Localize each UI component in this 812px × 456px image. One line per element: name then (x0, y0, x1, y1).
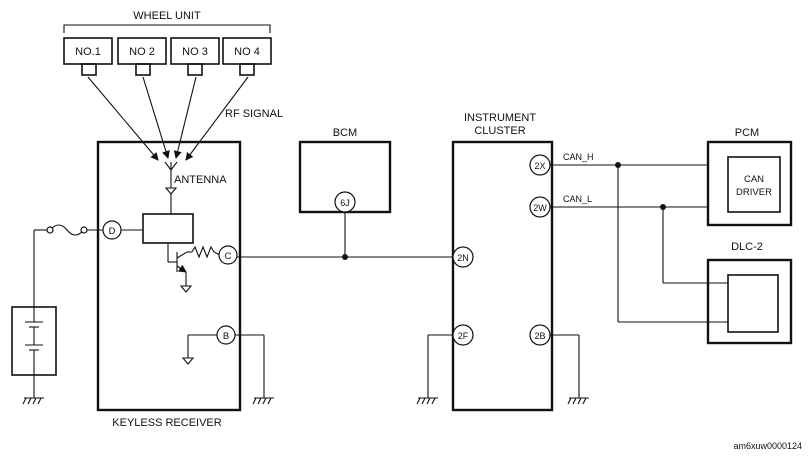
antenna-icon (164, 161, 178, 214)
ground-icon-b (252, 397, 274, 405)
pcm-box (706, 140, 793, 227)
can-bus: CAN_H CAN_L (550, 152, 728, 323)
terminal-b-label: B (223, 331, 229, 342)
dlc-connector (727, 274, 779, 333)
instrument-cluster-label-1: INSTRUMENT (464, 112, 536, 124)
terminal-2x-label: 2X (534, 161, 545, 171)
rf-signal-label: RF SIGNAL (225, 108, 283, 120)
terminal-c-label: C (225, 251, 232, 262)
pcm: PCM CAN DRIVER (706, 127, 793, 227)
antenna-label: ANTENNA (174, 174, 227, 186)
instrument-cluster-label-2: CLUSTER (474, 125, 525, 137)
can-driver-box (727, 156, 781, 213)
wheel-sensor-1-label: NO.1 (75, 46, 101, 58)
receiver-module-block (142, 213, 194, 244)
battery-icon (11, 306, 57, 405)
terminal-d-label: D (109, 226, 116, 237)
terminal-2n (452, 246, 474, 268)
pcm-label: PCM (735, 127, 759, 139)
can-driver-label-1: CAN (744, 174, 764, 185)
wheel-sensor-2: NO 2 (117, 37, 167, 76)
dlc-2: DLC-2 (706, 241, 793, 345)
wheel-sensor-2-label: NO 2 (129, 46, 155, 58)
fuse-icon (49, 224, 85, 236)
terminal-6j-label: 6J (340, 198, 350, 208)
can-l-label: CAN_L (563, 194, 592, 204)
wheel-sensor-4: NO 4 (222, 37, 272, 76)
terminal-2n-label: 2N (457, 253, 469, 263)
wheel-unit-bracket (63, 24, 271, 33)
transistor-icon (167, 243, 193, 293)
ground-icon-2f (416, 397, 438, 405)
resistor-icon (191, 245, 221, 259)
rf-arrow-1 (87, 76, 159, 161)
instrument-cluster-box (451, 140, 554, 412)
internal-ground-icon (181, 357, 195, 365)
rf-arrow-3 (173, 76, 197, 159)
can-driver-label-2: DRIVER (736, 187, 772, 198)
wheel-sensor-1: NO.1 (63, 37, 113, 76)
keyless-receiver-box (96, 140, 242, 412)
can-h-label: CAN_H (563, 152, 594, 162)
wheel-sensor-3-label: NO 3 (182, 46, 208, 58)
dlc-box (706, 258, 793, 345)
terminal-2f-label: 2F (458, 331, 469, 341)
wheel-unit-title: WHEEL UNIT (133, 10, 201, 22)
terminal-2b-label: 2B (534, 331, 545, 341)
rf-arrow-2 (142, 76, 170, 159)
figure-id: am6xuw0000124 (733, 441, 802, 451)
bcm-label: BCM (333, 127, 357, 139)
instrument-cluster: INSTRUMENT CLUSTER 2N 2F 2X 2W 2B (451, 112, 554, 412)
wheel-unit-group: WHEEL UNIT NO.1 NO 2 NO 3 NO 4 RF SIGNAL (63, 10, 283, 161)
dlc-label: DLC-2 (731, 241, 763, 253)
junction-bcm (342, 254, 348, 260)
rf-arrow-4 (185, 76, 249, 161)
bcm: BCM 6J (298, 127, 392, 214)
keyless-receiver: KEYLESS RECEIVER ANTENNA D (33, 140, 274, 429)
wheel-sensor-4-label: NO 4 (234, 46, 260, 58)
ground-icon-2b (567, 397, 589, 405)
wheel-sensor-3: NO 3 (170, 37, 220, 76)
keyless-receiver-label: KEYLESS RECEIVER (112, 417, 221, 429)
terminal-2w-label: 2W (533, 203, 547, 213)
terminal-c (218, 245, 238, 265)
